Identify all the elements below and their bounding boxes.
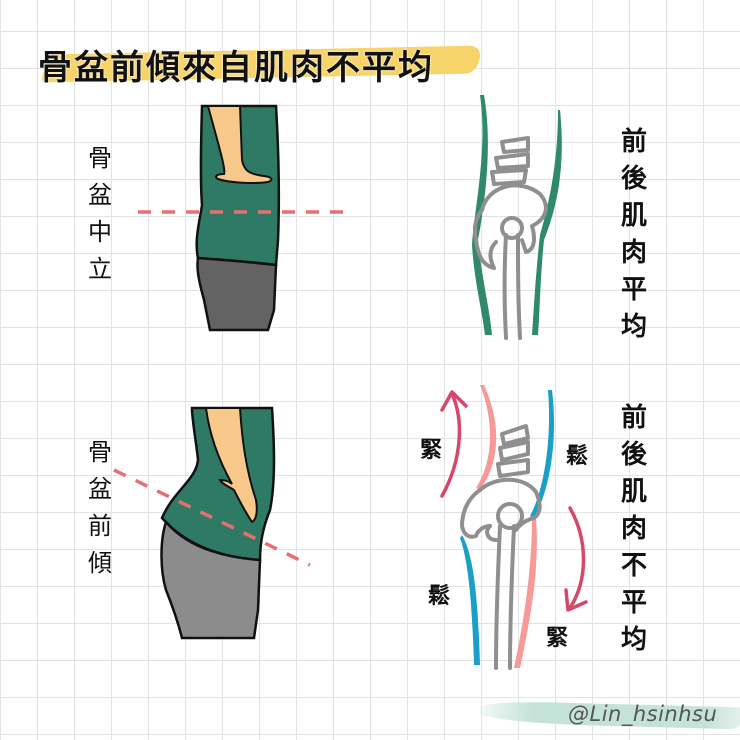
label-char: 均 [620, 312, 647, 342]
label-char: 傾 [88, 549, 112, 577]
label-char: 盆 [88, 475, 112, 503]
label-char: 平 [620, 275, 647, 305]
label-char: 不 [620, 551, 647, 581]
label-front-upper-tight: 緊 [420, 437, 443, 463]
imbalanced-muscle-skeleton [460, 385, 554, 670]
label-char: 肌 [620, 201, 647, 231]
arrow-down-icon [568, 506, 586, 610]
label-char: 立 [88, 255, 112, 283]
label-char: 前 [620, 403, 647, 433]
label-pelvis-anterior-tilt: 骨 盆 前 傾 [82, 434, 118, 582]
label-pelvis-neutral: 骨 盆 中 立 [82, 140, 118, 288]
anterior-tilt-posture-figure [113, 406, 311, 640]
watermark-handle: @Lin_hsinhsu [568, 702, 718, 726]
label-back-upper-loose: 鬆 [566, 443, 589, 469]
label-char: 骨 [88, 438, 112, 466]
label-balanced: 前 後 肌 肉 平 均 [614, 124, 654, 346]
label-char: 前 [88, 512, 112, 540]
title-banner: 骨盆前傾來自肌肉不平均 [38, 38, 484, 88]
label-char: 後 [620, 440, 647, 470]
label-char: 骨 [88, 144, 112, 172]
arrow-up-icon [440, 392, 462, 498]
label-char: 盆 [88, 181, 112, 209]
label-char: 肉 [620, 238, 647, 268]
muscle-arrows [440, 390, 588, 612]
label-char: 肉 [620, 514, 647, 544]
label-char: 肌 [620, 477, 647, 507]
pelvis-tilt-line [113, 468, 311, 567]
label-back-lower-tight: 緊 [546, 625, 569, 651]
watermark: @Lin_hsinhsu [470, 690, 740, 740]
label-imbalanced: 前 後 肌 肉 不 平 均 [614, 400, 654, 659]
label-char: 平 [620, 588, 647, 618]
balanced-muscle-skeleton [472, 95, 562, 340]
label-char: 前 [620, 127, 647, 157]
neutral-posture-figure [138, 104, 345, 332]
label-front-lower-loose: 鬆 [428, 583, 451, 609]
label-char: 均 [620, 625, 647, 655]
label-char: 中 [88, 218, 112, 246]
page-title: 骨盆前傾來自肌肉不平均 [38, 48, 434, 88]
label-char: 後 [620, 164, 647, 194]
